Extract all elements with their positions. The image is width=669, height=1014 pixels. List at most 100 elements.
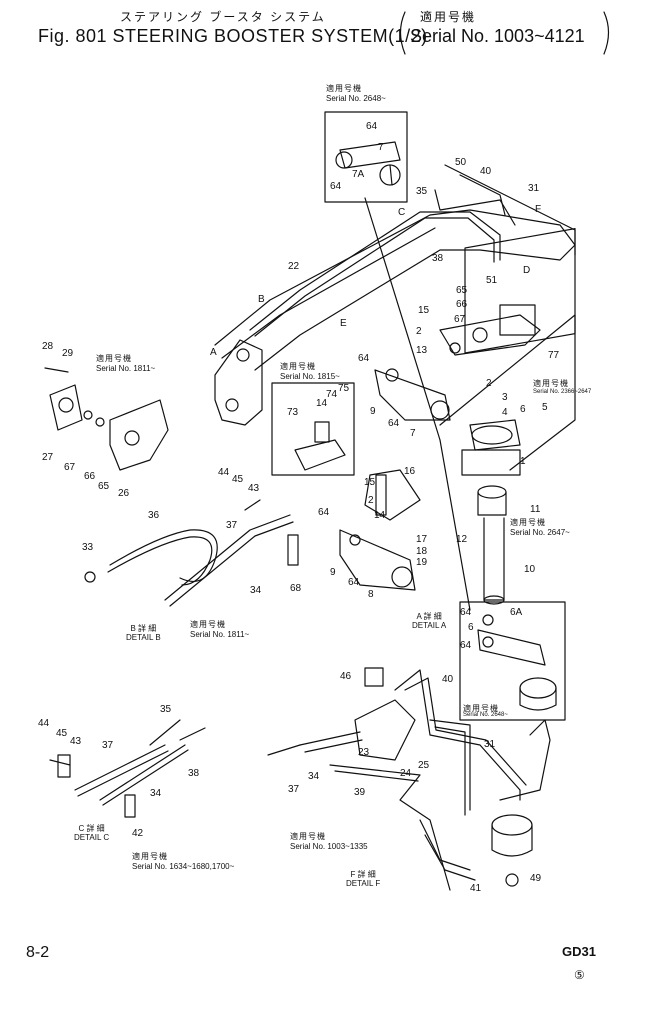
part-callout: 49 xyxy=(530,873,542,884)
part-callout: 67 xyxy=(64,462,76,473)
title-japanese: ステアリング ブースタ システム xyxy=(120,10,326,24)
applicable-label-japanese: 適用号機 xyxy=(420,10,477,24)
part-callout: 64 xyxy=(348,577,360,588)
part-callout: 34 xyxy=(308,771,320,782)
part-callout: 6 xyxy=(468,622,474,633)
part-callout: 50 xyxy=(455,157,467,168)
part-callout: A xyxy=(210,347,217,358)
part-callout: 44 xyxy=(218,467,230,478)
note-serial-2647: 適用号機 Serial No. 2647~ xyxy=(510,518,570,537)
inset-box-1815 xyxy=(271,382,355,476)
part-callout: 37 xyxy=(288,784,300,795)
part-callout: 37 xyxy=(102,740,114,751)
part-callout: 2 xyxy=(486,378,492,389)
part-callout: 2 xyxy=(368,495,374,506)
part-callout: 37 xyxy=(226,520,238,531)
part-callout: 3 xyxy=(502,392,508,403)
note-serial-2648-detail: 適用号機 Serial No. 2648~ xyxy=(463,704,508,719)
revision-mark: ⑤ xyxy=(574,968,585,982)
part-callout: 38 xyxy=(432,253,444,264)
part-callout: 67 xyxy=(454,314,466,325)
part-callout: 14 xyxy=(374,510,386,521)
part-callout: 33 xyxy=(82,542,94,553)
part-callout: 17 xyxy=(416,534,428,545)
part-callout: 28 xyxy=(42,341,54,352)
part-callout: 64 xyxy=(366,121,378,132)
part-callout: 65 xyxy=(456,285,468,296)
part-callout: 22 xyxy=(288,261,300,272)
part-callout: 77 xyxy=(548,350,560,361)
part-callout: 11 xyxy=(530,504,541,515)
part-callout: 7 xyxy=(378,142,384,153)
part-callout: 36 xyxy=(148,510,160,521)
part-callout: 64 xyxy=(330,181,342,192)
inset-box-detail-a xyxy=(459,601,566,721)
part-callout: 65 xyxy=(98,481,110,492)
part-callout: 45 xyxy=(232,474,244,485)
part-callout: 45 xyxy=(56,728,68,739)
part-callout: 34 xyxy=(250,585,262,596)
detail-a-label: A 詳 細 DETAIL A xyxy=(412,612,447,630)
part-callout: 39 xyxy=(354,787,366,798)
part-callout: 43 xyxy=(70,736,82,747)
part-callout: 31 xyxy=(528,183,540,194)
note-serial-1634: 適用号機 Serial No. 1634~1680,1700~ xyxy=(132,852,235,871)
part-callout: 44 xyxy=(38,718,50,729)
part-callout: 15 xyxy=(364,477,376,488)
part-callout: 68 xyxy=(290,583,302,594)
part-callout: 51 xyxy=(486,275,498,286)
part-callout: 10 xyxy=(524,564,536,575)
part-callout: 64 xyxy=(460,640,472,651)
part-callout: 26 xyxy=(118,488,130,499)
part-callout: 24 xyxy=(400,768,412,779)
part-callout: 14 xyxy=(316,398,328,409)
part-callout: 46 xyxy=(340,671,352,682)
part-callout: 73 xyxy=(287,407,299,418)
part-callout: 8 xyxy=(368,589,374,600)
part-callout: 7 xyxy=(410,428,416,439)
note-serial-2366-2647: 適用号機 Serial No. 2366~2647 xyxy=(533,379,592,396)
note-serial-1815: 適用号機 Serial No. 1815~ xyxy=(280,362,340,381)
part-callout: 74 xyxy=(326,389,338,400)
note-serial-1003-1335: 適用号機 Serial No. 1003~1335 xyxy=(290,832,368,851)
part-callout: D xyxy=(523,265,531,276)
part-callout: E xyxy=(340,318,347,329)
note-serial-2648-top: 適用号機 Serial No. 2648~ xyxy=(326,84,386,103)
part-callout: 23 xyxy=(358,747,370,758)
part-callout: 34 xyxy=(150,788,162,799)
part-callout: 2 xyxy=(416,326,422,337)
part-callout: 9 xyxy=(330,567,336,578)
part-callout: 66 xyxy=(84,471,96,482)
part-callout: 40 xyxy=(442,674,454,685)
page-title: Fig. 801 STEERING BOOSTER SYSTEM(1/2) xyxy=(38,26,428,46)
part-callout: 40 xyxy=(480,166,492,177)
part-callout: 31 xyxy=(484,739,496,750)
part-callout: 66 xyxy=(456,299,468,310)
part-callout: 29 xyxy=(62,348,74,359)
note-serial-1811-b: 適用号機 Serial No. 1811~ xyxy=(190,620,250,639)
part-callout: 18 xyxy=(416,546,428,557)
part-callout: B xyxy=(258,294,265,305)
part-callout: 64 xyxy=(460,607,472,618)
part-callout: 12 xyxy=(456,534,468,545)
part-callout: 13 xyxy=(416,345,428,356)
part-callout: 42 xyxy=(132,828,144,839)
part-callout: 1 xyxy=(520,456,526,467)
page-number: 8-2 xyxy=(26,944,50,961)
part-callout: 75 xyxy=(338,383,350,394)
serial-range: Serial No. 1003~4121 xyxy=(410,26,585,46)
note-serial-1811: 適用号機 Serial No. 1811~ xyxy=(96,354,156,373)
part-callout: 6 xyxy=(520,404,526,415)
part-callout: 35 xyxy=(416,186,428,197)
part-callout: F xyxy=(535,204,542,215)
part-callout: 64 xyxy=(388,418,400,429)
part-callout: 38 xyxy=(188,768,200,779)
part-callout: 16 xyxy=(404,466,416,477)
part-callout: 7A xyxy=(352,169,365,180)
part-callout: 35 xyxy=(160,704,172,715)
part-callout: 5 xyxy=(542,402,548,413)
part-callout: 19 xyxy=(416,557,428,568)
part-callout: 15 xyxy=(418,305,430,316)
detail-c-label: C 詳 細 DETAIL C xyxy=(74,824,110,842)
